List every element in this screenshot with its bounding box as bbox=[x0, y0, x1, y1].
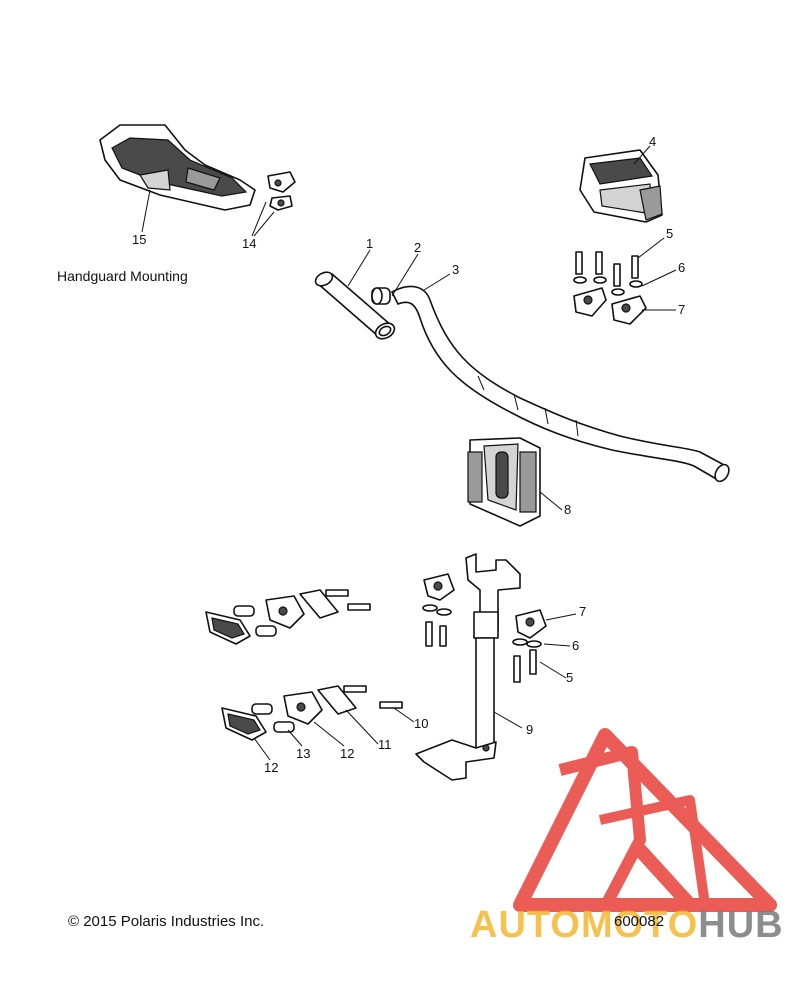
lower-linkage-part bbox=[221, 685, 403, 741]
handguard-mounting-caption: Handguard Mounting bbox=[57, 268, 188, 284]
callout-3: 3 bbox=[452, 262, 459, 277]
callout-2: 2 bbox=[414, 240, 421, 255]
drawing-number: 600082 bbox=[614, 913, 665, 930]
steering-post-part bbox=[415, 553, 521, 781]
callout-8: 8 bbox=[564, 502, 571, 517]
callout-12a: 12 bbox=[264, 760, 278, 775]
callout-4: 4 bbox=[649, 134, 656, 149]
handlebar-part bbox=[391, 285, 730, 483]
lower-clamp-set-part bbox=[422, 573, 547, 683]
callout-6a: 6 bbox=[678, 260, 685, 275]
bushing-part bbox=[371, 287, 391, 305]
callout-9: 9 bbox=[526, 722, 533, 737]
handguard-part bbox=[99, 124, 256, 211]
handlebar-pad-part bbox=[579, 149, 663, 223]
callout-6b: 6 bbox=[572, 638, 579, 653]
callout-7a: 7 bbox=[678, 302, 685, 317]
callout-13: 13 bbox=[296, 746, 310, 761]
callout-5b: 5 bbox=[566, 670, 573, 685]
handguard-clamp-part bbox=[267, 171, 296, 211]
callout-5a: 5 bbox=[666, 226, 673, 241]
callout-10: 10 bbox=[414, 716, 428, 731]
callout-1: 1 bbox=[366, 236, 373, 251]
upper-linkage-part bbox=[205, 589, 371, 645]
steering-cover-part bbox=[467, 437, 541, 527]
upper-clamp-set-part bbox=[573, 251, 647, 325]
grip-part bbox=[314, 271, 396, 340]
callout-labels: 1 2 3 4 5 6 7 8 7 6 5 9 10 11 12 13 12 1… bbox=[132, 134, 685, 775]
callout-15: 15 bbox=[132, 232, 146, 247]
copyright-text: © 2015 Polaris Industries Inc. bbox=[68, 913, 265, 930]
leader-lines bbox=[141, 145, 677, 761]
callout-11: 11 bbox=[378, 737, 392, 752]
callout-14: 14 bbox=[242, 236, 256, 251]
callout-12b: 12 bbox=[340, 746, 354, 761]
callout-7b: 7 bbox=[579, 604, 586, 619]
